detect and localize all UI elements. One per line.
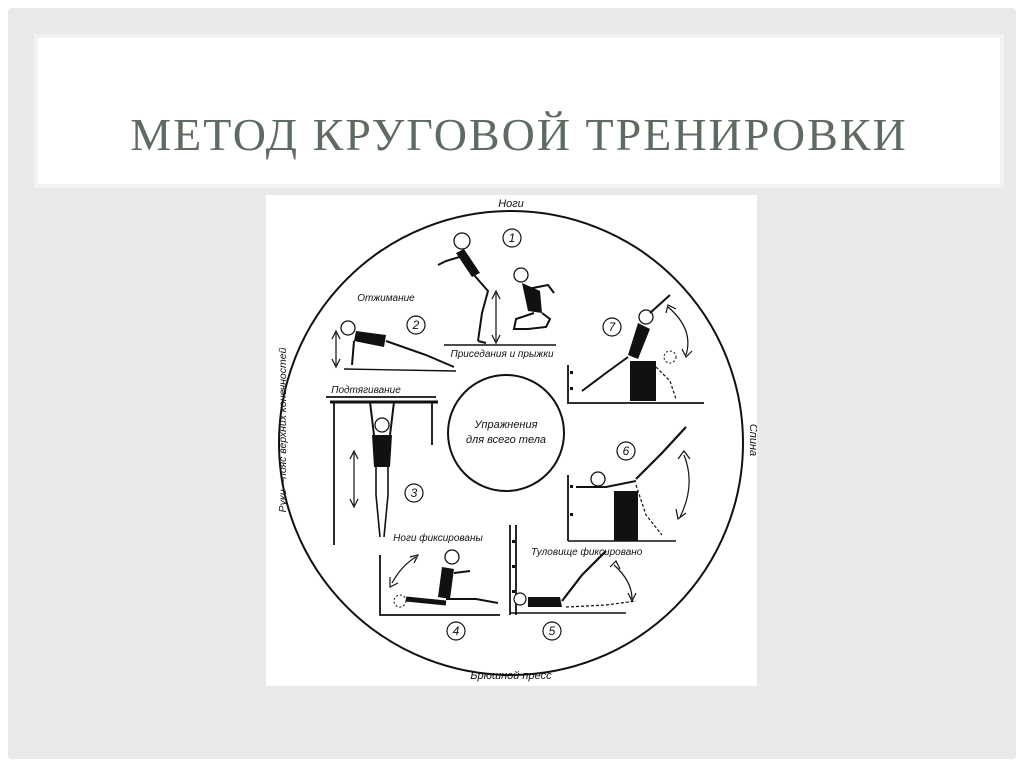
label-arms: Руки—пояс верхних конечностей (277, 347, 289, 512)
slide-title: МЕТОД КРУГОВОЙ ТРЕНИРОВКИ (130, 109, 908, 160)
exercise-2-pushups: Отжимание 2 (331, 293, 457, 372)
exercise-5-number: 5 (549, 624, 556, 638)
exercise-6-back-extension: 6 (567, 426, 691, 542)
label-back: Спина (747, 424, 757, 456)
center-circle (447, 374, 565, 492)
exercise-5-caption: Туловище фиксировано (531, 546, 643, 558)
title-box: МЕТОД КРУГОВОЙ ТРЕНИРОВКИ (38, 38, 1000, 184)
exercise-7-back-raise: 7 (567, 294, 704, 404)
exercise-7-number: 7 (609, 320, 617, 334)
exercise-5-leg-raises: Туловище фиксировано 5 (509, 525, 643, 641)
exercise-1-squats: 1 Приседания и прыжки (437, 228, 556, 360)
exercise-1-number: 1 (509, 231, 516, 245)
exercise-6-number: 6 (623, 444, 630, 458)
exercise-3-number: 3 (411, 486, 418, 500)
exercise-4-caption: Ноги фиксированы (393, 532, 483, 544)
outer-circle (278, 210, 744, 676)
label-legs: Ноги (498, 198, 524, 210)
circuit-training-diagram: Ноги Брюшной пресс Руки—пояс верхних кон… (266, 195, 759, 686)
exercise-3-pullups: Подтягивание 3 (326, 385, 438, 545)
label-abs: Брюшной пресс (470, 670, 552, 682)
exercise-2-number: 2 (412, 318, 420, 332)
exercise-2-caption: Отжимание (357, 293, 415, 304)
center-text-line2: для всего тела (466, 434, 546, 446)
exercise-1-caption: Приседания и прыжки (450, 349, 553, 360)
exercise-3-caption: Подтягивание (331, 385, 401, 396)
exercise-4-situps: Ноги фиксированы 4 (379, 532, 500, 641)
exercise-4-number: 4 (453, 624, 460, 638)
center-text-line1: Упражнения (474, 419, 538, 431)
